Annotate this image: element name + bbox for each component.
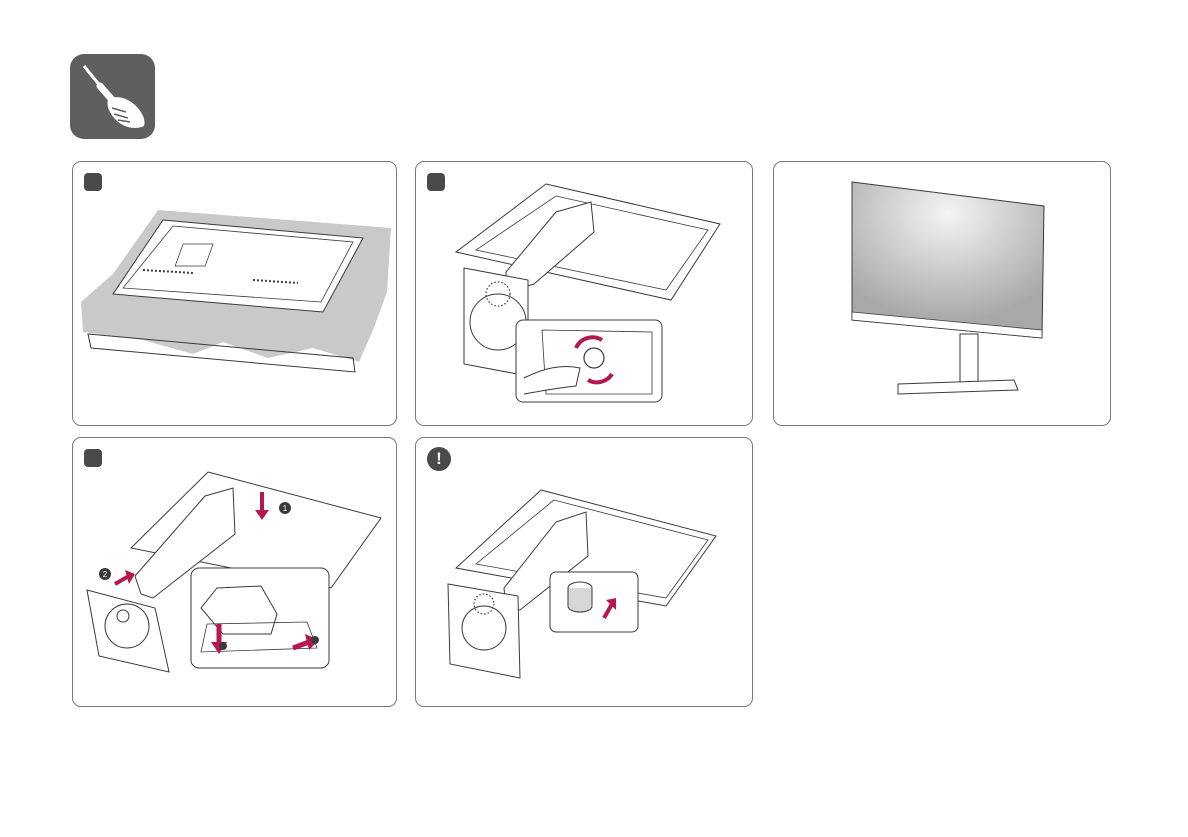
step-panel-3 xyxy=(773,161,1111,426)
assembled-monitor-illustration xyxy=(774,162,1110,425)
svg-text:1: 1 xyxy=(283,504,288,513)
svg-text:2: 2 xyxy=(103,570,108,579)
tighten-screw-illustration xyxy=(416,162,752,425)
monitor-face-down-illustration xyxy=(73,162,396,425)
step-panel-4: 1 2 xyxy=(72,437,397,707)
caution-panel: ! xyxy=(415,437,753,707)
screwdriver-hand-icon xyxy=(70,54,155,139)
attach-stand-illustration: 1 2 xyxy=(73,438,396,706)
step-panel-2 xyxy=(415,161,753,426)
screw-handle-illustration xyxy=(416,438,752,706)
step-panel-1 xyxy=(72,161,397,426)
